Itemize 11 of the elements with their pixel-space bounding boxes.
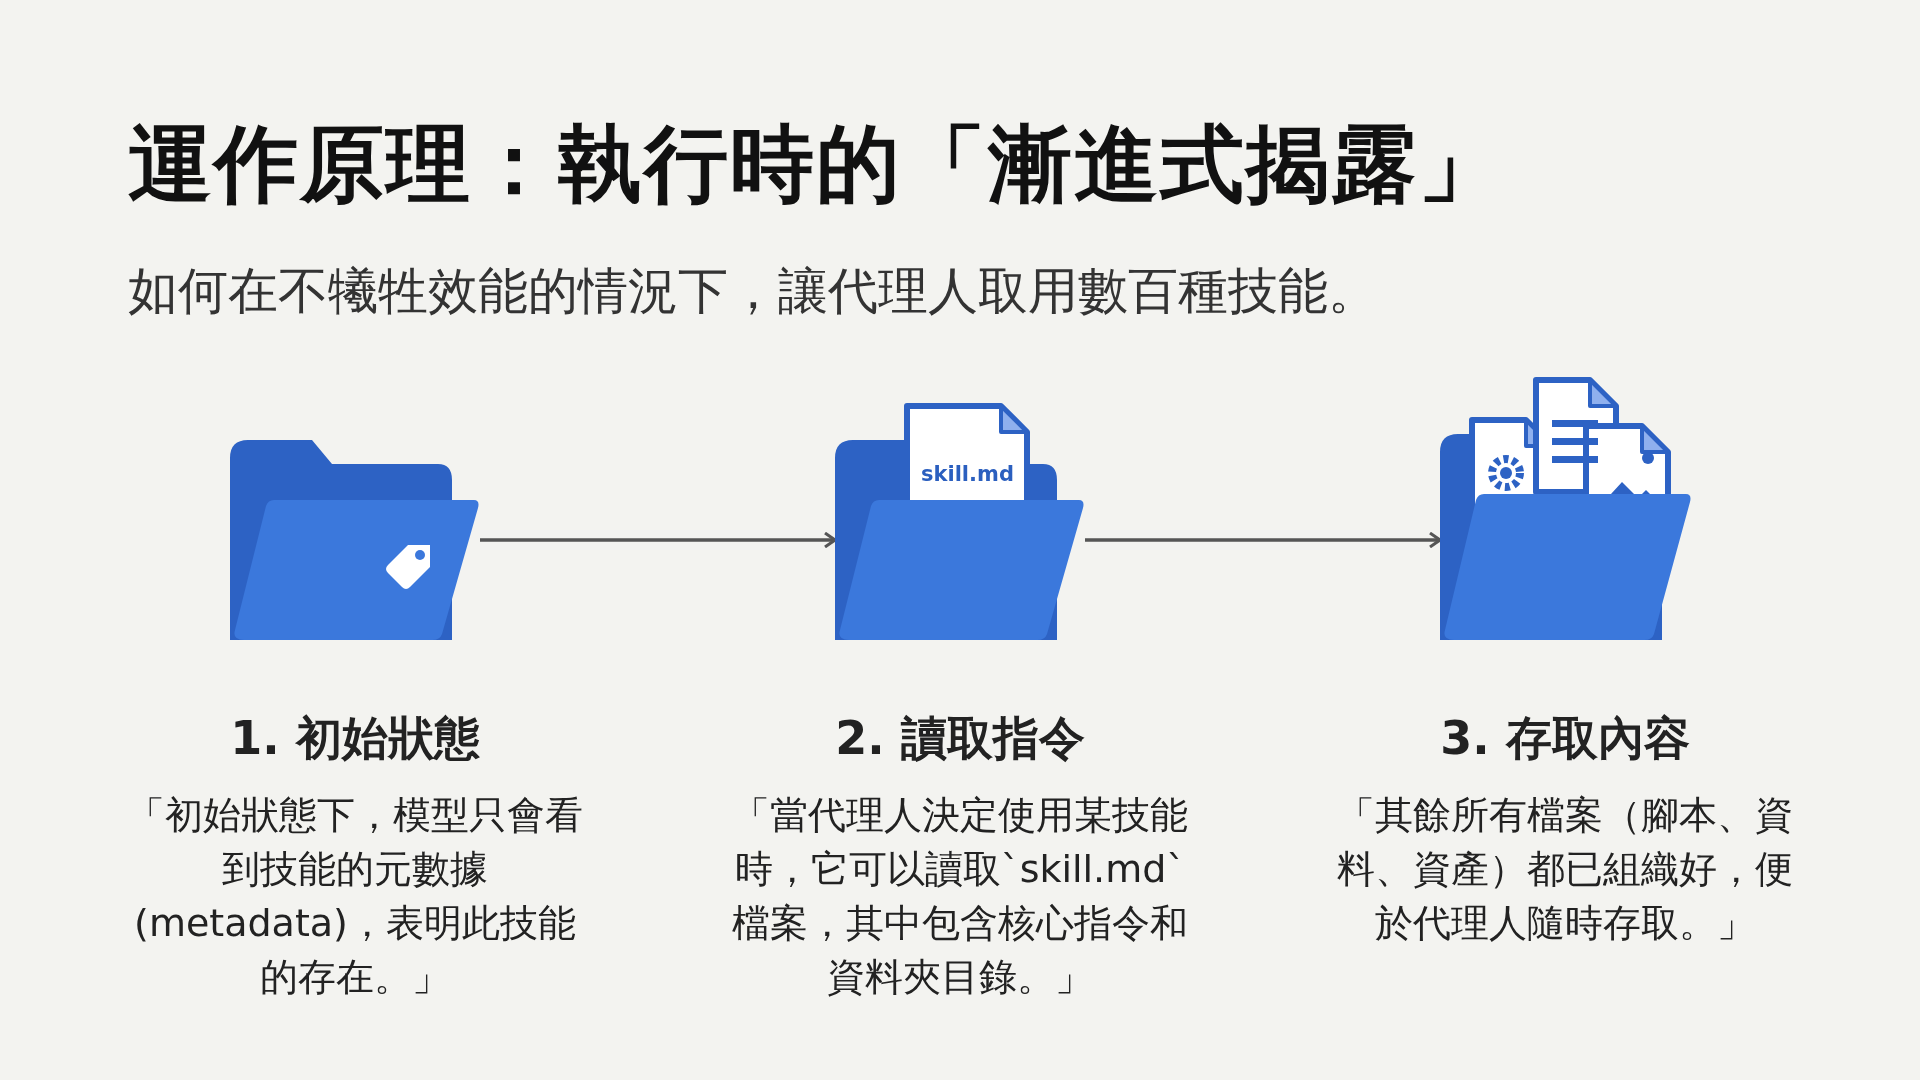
arrow [480,531,837,549]
step-heading: 3. 存取內容 [1439,710,1691,767]
arrow [1085,531,1442,549]
subtitle: 如何在不犧牲效能的情況下，讓代理人取用數百種技能。 [128,261,1378,322]
step-description: 「初始狀態下，模型只會看到技能的元數據(metadata)，表明此技能的存在。」 [126,792,584,1001]
step-heading: 2. 讀取指令 [834,710,1086,767]
step-heading: 1. 初始狀態 [229,710,481,767]
step-description: 「當代理人決定使用某技能時，它可以讀取`skill.md`檔案，其中包含核心指令和資料夾目錄。」 [731,792,1189,1001]
file-name: skill.md [921,462,1014,486]
title: 運作原理：執行時的「漸進式揭露」 [128,114,1504,215]
step-description: 「其餘所有檔案（腳本、資料、資產）都已組織好，便於代理人隨時存取。」 [1336,792,1794,947]
